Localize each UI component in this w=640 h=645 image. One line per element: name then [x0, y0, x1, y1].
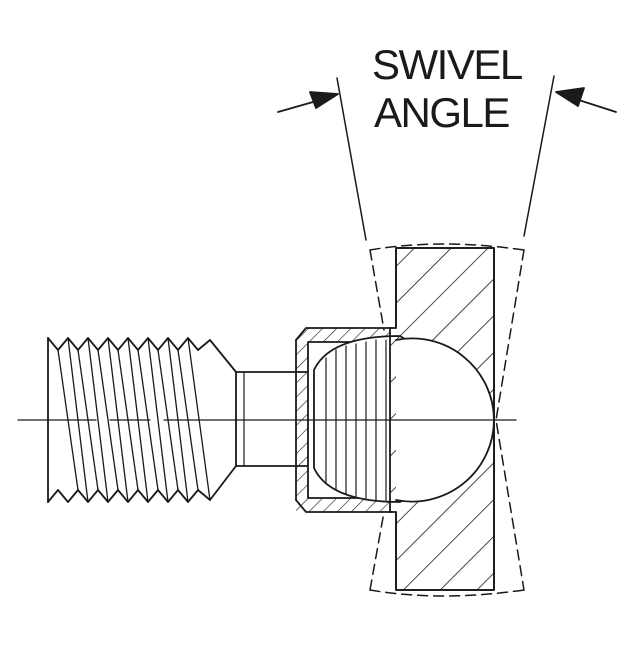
swivel-angle-label-line2: ANGLE — [374, 89, 510, 136]
angle-extension-lines — [336, 75, 555, 241]
angle-arrow-right — [555, 87, 617, 113]
swivel-outline — [369, 243, 525, 597]
swivel-angle-label-line1: SWIVEL — [372, 41, 523, 88]
pad-section — [389, 247, 495, 591]
angle-arrow-left — [277, 91, 339, 113]
